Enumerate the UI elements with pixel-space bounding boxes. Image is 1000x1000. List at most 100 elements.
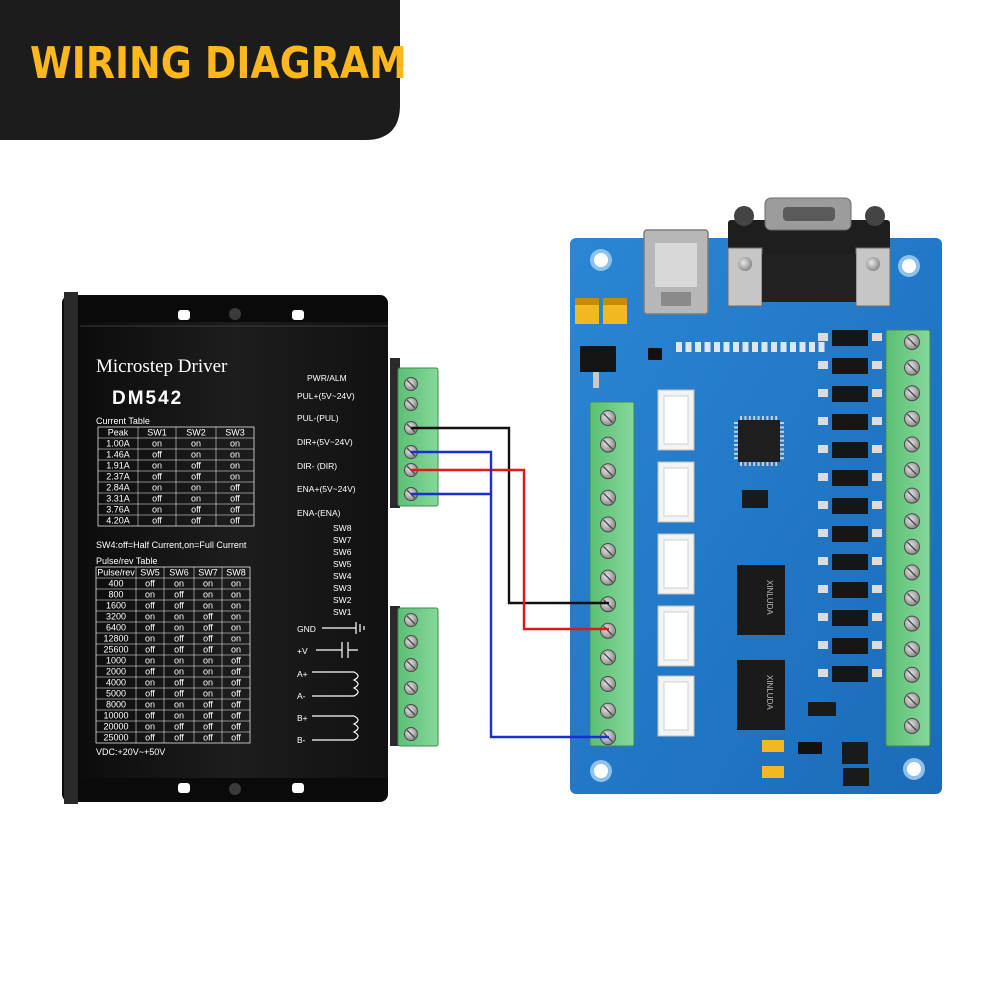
table-cell: off xyxy=(230,505,240,515)
optocoupler xyxy=(832,526,868,542)
table-cell: off xyxy=(231,678,241,688)
table-cell: on xyxy=(145,700,155,710)
tantalum-capacitors xyxy=(575,298,627,324)
mcu-chip xyxy=(734,416,784,466)
table-header-cell: Pulse/rev xyxy=(97,568,135,578)
table-header-cell: SW1 xyxy=(147,428,167,438)
table-cell: on xyxy=(191,483,201,493)
voltage-regulator xyxy=(580,346,616,372)
page-title: WIRING DIAGRAM xyxy=(30,38,407,89)
table-cell: off xyxy=(174,590,184,600)
optocoupler xyxy=(832,442,868,458)
table-cell: on xyxy=(231,623,241,633)
ground-symbol xyxy=(322,622,365,634)
table-cell: off xyxy=(191,461,201,471)
table-cell: on xyxy=(231,590,241,600)
table-cell: on xyxy=(230,461,240,471)
board-right-terminal-block xyxy=(885,329,931,747)
optocouplers xyxy=(818,330,882,682)
db9-connector xyxy=(727,197,891,307)
table-cell: off xyxy=(145,623,155,633)
label-ena-minus: ENA-(ENA) xyxy=(297,508,341,518)
table-cell: off xyxy=(174,722,184,732)
table-cell: 8000 xyxy=(106,700,126,710)
table-header-cell: SW3 xyxy=(225,428,245,438)
table-cell: off xyxy=(203,711,213,721)
chip-label-1: XINLUDA xyxy=(765,580,774,615)
table-cell: 2.84A xyxy=(106,483,130,493)
table-cell: on xyxy=(174,711,184,721)
wire-common-blue xyxy=(411,450,609,739)
usb-connector xyxy=(643,229,709,315)
stepper-driver: Microstep Driver DM542 Current Table Pea… xyxy=(62,292,439,804)
table-cell: on xyxy=(191,494,201,504)
led-strip xyxy=(676,342,825,352)
table-cell: on xyxy=(152,505,162,515)
table-cell: off xyxy=(145,711,155,721)
vdc-note: VDC:+20V~+50V xyxy=(96,747,165,757)
table-cell: 4.20A xyxy=(106,516,130,526)
schematic-symbols xyxy=(312,622,365,741)
signal-labels: PWR/ALM PUL+(5V~24V) PUL-(PUL) DIR+(5V~2… xyxy=(297,373,356,518)
optocoupler xyxy=(832,498,868,514)
table-cell: on xyxy=(203,689,213,699)
power-terminal-block xyxy=(390,606,439,747)
table-cell: on xyxy=(152,461,162,471)
chip-label-2: XINLUDA xyxy=(765,675,774,710)
table-cell: 5000 xyxy=(106,689,126,699)
board-left-terminal-block xyxy=(589,401,635,747)
table-cell: on xyxy=(152,483,162,493)
table-cell: off xyxy=(203,612,213,622)
table-cell: 3.76A xyxy=(106,505,130,515)
table-cell: off xyxy=(174,678,184,688)
coil-b-symbol xyxy=(312,715,359,741)
bottom-components xyxy=(762,702,869,786)
driver-brand: Microstep Driver xyxy=(96,356,228,377)
table-cell: 2000 xyxy=(106,667,126,677)
optocoupler xyxy=(832,666,868,682)
optocoupler xyxy=(832,582,868,598)
wire-dir-red xyxy=(411,468,609,631)
table-cell: 12800 xyxy=(103,634,128,644)
table-cell: off xyxy=(231,700,241,710)
optocoupler xyxy=(832,554,868,570)
driver-mount-holes xyxy=(178,308,304,795)
label-pul-minus: PUL-(PUL) xyxy=(297,413,339,423)
table-cell: on xyxy=(145,722,155,732)
table-cell: off xyxy=(145,733,155,743)
table-cell: off xyxy=(152,450,162,460)
table-cell: on xyxy=(230,439,240,449)
table-cell: 6400 xyxy=(106,623,126,633)
table-cell: off xyxy=(145,579,155,589)
table-cell: on xyxy=(230,450,240,460)
table-cell: on xyxy=(174,623,184,633)
table-cell: 400 xyxy=(108,579,123,589)
optocoupler xyxy=(832,638,868,654)
label-sw1: SW1 xyxy=(333,607,352,617)
diode xyxy=(648,348,662,360)
label-ena-plus: ENA+(5V~24V) xyxy=(297,484,356,494)
board-mount-holes xyxy=(590,249,925,782)
label-sw4: SW4 xyxy=(333,571,352,581)
table-cell: off xyxy=(230,494,240,504)
xinluda-chip-2: XINLUDA xyxy=(737,660,785,730)
table-cell: off xyxy=(231,656,241,666)
table-cell: off xyxy=(174,601,184,611)
table-cell: on xyxy=(231,612,241,622)
sw4-note: SW4:off=Half Current,on=Full Current xyxy=(96,540,247,550)
optocoupler xyxy=(832,330,868,346)
title-banner: WIRING DIAGRAM xyxy=(0,0,407,140)
switch-labels: SW8 SW7 SW6 SW5 SW4 SW3 SW2 SW1 xyxy=(333,523,352,617)
table-cell: off xyxy=(174,689,184,699)
table-cell: off xyxy=(152,494,162,504)
table-cell: 1.00A xyxy=(106,439,130,449)
table-header-cell: Peak xyxy=(108,428,129,438)
breakout-board: XINLUDA XINLUDA xyxy=(570,197,942,794)
label-b-plus: B+ xyxy=(297,713,308,723)
table-cell: on xyxy=(203,678,213,688)
table-cell: off xyxy=(203,634,213,644)
table-cell: on xyxy=(145,590,155,600)
table-cell: on xyxy=(203,590,213,600)
label-a-plus: A+ xyxy=(297,669,308,679)
